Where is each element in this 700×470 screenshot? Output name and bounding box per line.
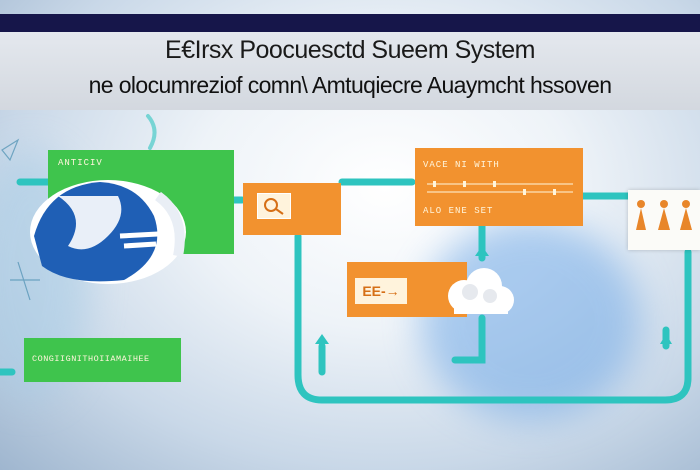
arrow-icon: [427, 181, 573, 195]
people-icon: [636, 200, 692, 230]
globe-icon: [28, 176, 188, 286]
top-bar: [0, 14, 700, 32]
diagram-title: E€Irsx Poocuesctd Sueem System: [165, 36, 535, 64]
process-box: VACE NI WITH ALO ENE SET: [415, 148, 583, 226]
exchange-label: EE-→: [355, 278, 407, 304]
process-label-bottom: ALO ENE SET: [423, 206, 494, 216]
anticiv-label: ANTICIV: [58, 158, 103, 168]
search-box: [243, 183, 341, 235]
title-banner: [0, 32, 700, 110]
magnifier-icon: [257, 193, 291, 219]
process-label-top: VACE NI WITH: [423, 160, 500, 170]
config-label: CONGIIGNITHOIIAMAIHEE: [32, 354, 150, 364]
diagram-subtitle: ne olocumreziof comn\ Amtuqiecre Auaymch…: [88, 72, 612, 98]
people-panel: [628, 190, 700, 250]
cloud-icon: [440, 264, 518, 320]
exchange-box: EE-→: [347, 262, 467, 317]
config-box: CONGIIGNITHOIIAMAIHEE: [24, 338, 181, 382]
